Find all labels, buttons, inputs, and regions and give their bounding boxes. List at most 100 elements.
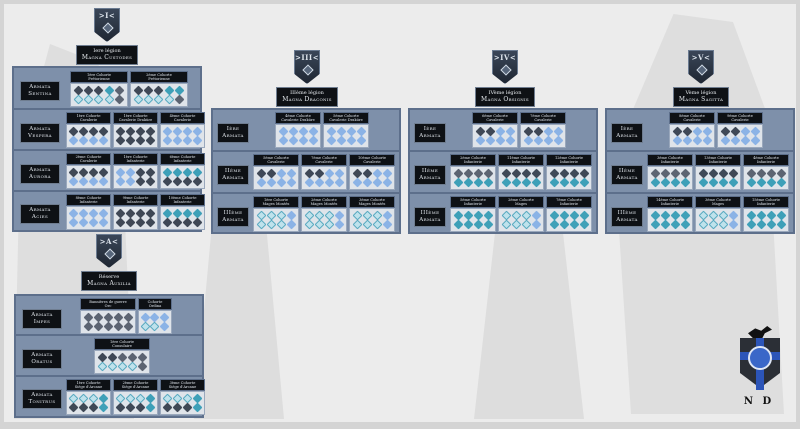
- unit-light-icon: [334, 177, 344, 188]
- unit-light-icon: [266, 177, 276, 188]
- unit-dark-icon: [145, 176, 156, 187]
- unit-light-icon: [682, 135, 692, 146]
- unit-teal-icon: [569, 177, 579, 188]
- unit-pale-icon: [117, 361, 127, 372]
- legion-banner-icon: >A<: [96, 234, 122, 268]
- unit-dark-icon: [125, 135, 136, 146]
- unit-dark-icon: [162, 217, 173, 228]
- legion-header: >A< Réserve Magna Auxilia: [74, 234, 144, 291]
- unit-teal-icon: [483, 177, 493, 188]
- unit-light-icon: [115, 176, 126, 187]
- unit-gray-icon: [114, 94, 125, 105]
- unit-light-icon: [324, 177, 334, 188]
- unit-dark-icon: [182, 217, 193, 228]
- unit-dark-icon: [125, 402, 136, 413]
- unit-light-icon: [125, 176, 136, 187]
- unit-teal-icon: [579, 219, 589, 230]
- seal-icon: [748, 346, 772, 370]
- legion-title: Iere légion Magna Custodes: [75, 45, 139, 65]
- unit-teal-icon: [98, 402, 109, 413]
- unit-light-icon: [278, 135, 288, 146]
- dragon-icon: [748, 326, 772, 338]
- unit-light-icon: [326, 135, 336, 146]
- unit-dark-icon: [115, 402, 126, 413]
- unit-light-icon: [286, 177, 296, 188]
- unit-gray-icon: [123, 321, 133, 332]
- unit-light-icon: [553, 135, 563, 146]
- unit-light-icon: [505, 135, 515, 146]
- unit-light-icon: [543, 135, 553, 146]
- unit-light-icon: [702, 135, 712, 146]
- unit-teal-icon: [746, 177, 756, 188]
- background-figure-center-left: [194, 224, 284, 419]
- unit-teal-icon: [746, 219, 756, 230]
- unit-light-icon: [308, 135, 318, 146]
- unit-light-icon: [346, 135, 356, 146]
- unit-teal-icon: [766, 219, 776, 230]
- unit-dark-icon: [94, 85, 104, 96]
- unit-light-icon: [88, 135, 99, 146]
- unit-pale-icon: [164, 94, 175, 105]
- unit-teal-icon: [453, 219, 463, 230]
- unit-teal-icon: [756, 219, 766, 230]
- unit-teal-icon: [650, 219, 660, 230]
- unit-teal-icon: [579, 177, 589, 188]
- unit-teal-icon: [473, 177, 483, 188]
- unit-dark-icon: [145, 135, 156, 146]
